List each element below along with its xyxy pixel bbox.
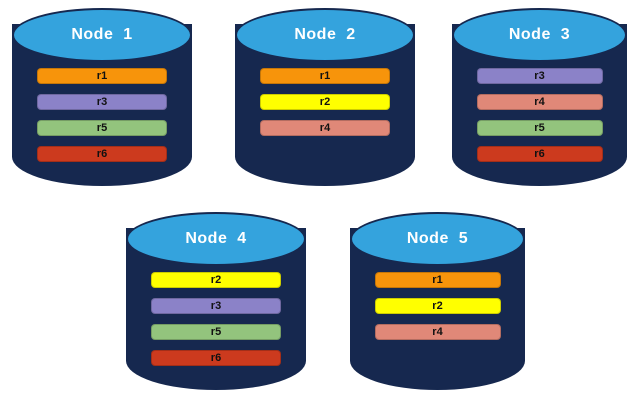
replica-bar-r5[interactable]: r5 bbox=[476, 120, 603, 136]
replica-bar-r3[interactable]: r3 bbox=[37, 94, 167, 110]
replica-bar-r2[interactable]: r2 bbox=[374, 298, 501, 314]
cylinder-top-ellipse bbox=[126, 212, 306, 266]
database-node-3[interactable]: Node 3 r3 r4 r5 r6 bbox=[452, 8, 627, 186]
database-node-2[interactable]: Node 2 r1 r2 r4 bbox=[235, 8, 415, 186]
replica-list: r1 r2 r4 bbox=[235, 68, 415, 136]
replica-list: r2 r3 r5 r6 bbox=[126, 272, 306, 366]
replica-bar-r6[interactable]: r6 bbox=[151, 350, 281, 366]
database-node-1[interactable]: Node 1 r1 r3 r5 r6 bbox=[12, 8, 192, 186]
replica-bar-r1[interactable]: r1 bbox=[374, 272, 501, 288]
node-label: Node 2 bbox=[294, 26, 356, 43]
database-node-4[interactable]: Node 4 r2 r3 r5 r6 bbox=[126, 212, 306, 390]
replica-bar-r6[interactable]: r6 bbox=[37, 146, 167, 162]
replica-bar-r4[interactable]: r4 bbox=[476, 94, 603, 110]
node-label: Node 4 bbox=[185, 230, 247, 247]
replica-bar-r3[interactable]: r3 bbox=[151, 298, 281, 314]
cylinder-top-ellipse bbox=[235, 8, 415, 62]
replica-list: r1 r2 r4 bbox=[350, 272, 525, 340]
replica-bar-r2[interactable]: r2 bbox=[151, 272, 281, 288]
cylinder-top-ellipse bbox=[350, 212, 525, 266]
replica-bar-r1[interactable]: r1 bbox=[260, 68, 390, 84]
replica-bar-r3[interactable]: r3 bbox=[476, 68, 603, 84]
replica-list: r1 r3 r5 r6 bbox=[12, 68, 192, 162]
replica-bar-r6[interactable]: r6 bbox=[476, 146, 603, 162]
replica-bar-r5[interactable]: r5 bbox=[37, 120, 167, 136]
node-label: Node 5 bbox=[406, 230, 469, 247]
cylinder-top-ellipse bbox=[12, 8, 192, 62]
node-label: Node 3 bbox=[508, 26, 571, 43]
replica-bar-r2[interactable]: r2 bbox=[260, 94, 390, 110]
replica-bar-r5[interactable]: r5 bbox=[151, 324, 281, 340]
replica-bar-r4[interactable]: r4 bbox=[374, 324, 501, 340]
replica-bar-r4[interactable]: r4 bbox=[260, 120, 390, 136]
node-label: Node 1 bbox=[71, 26, 133, 43]
database-node-5[interactable]: Node 5 r1 r2 r4 bbox=[350, 212, 525, 390]
replica-list: r3 r4 r5 r6 bbox=[452, 68, 627, 162]
cylinder-top-ellipse bbox=[452, 8, 627, 62]
replica-bar-r1[interactable]: r1 bbox=[37, 68, 167, 84]
